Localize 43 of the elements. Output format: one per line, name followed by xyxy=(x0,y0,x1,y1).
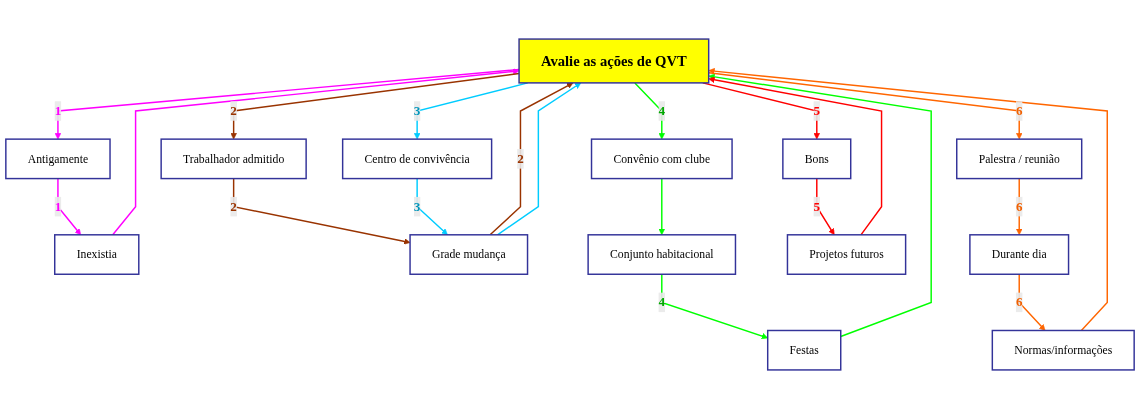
node-box: Trabalhador admitido xyxy=(160,138,307,180)
edge-label: 6 xyxy=(1015,294,1023,310)
arrow xyxy=(489,82,574,236)
edge-label: 1 xyxy=(54,103,62,118)
node-box: Antigamente xyxy=(5,138,111,180)
arrow xyxy=(112,68,520,236)
node-box: Normas/informações xyxy=(991,329,1135,371)
node-box: Festas xyxy=(766,329,842,371)
node-box: Bons xyxy=(782,138,852,180)
node-box: Convênio com clube xyxy=(590,138,733,180)
node-box: Inexistia xyxy=(54,234,140,275)
edge-label: 4 xyxy=(658,294,666,310)
edge-label: 6 xyxy=(1015,103,1023,118)
node-box: Grade mudança xyxy=(409,234,529,275)
edge-label: 3 xyxy=(413,199,421,214)
arrow xyxy=(1016,177,1023,236)
edge-label: 1 xyxy=(54,199,62,214)
node-box: Durante dia xyxy=(969,234,1070,275)
edge-label: 2 xyxy=(230,199,237,214)
arrow xyxy=(708,73,932,338)
arrow xyxy=(232,177,411,245)
node-box: Palestra / reunião xyxy=(956,138,1083,180)
arrow xyxy=(1018,273,1046,331)
node-box: Projetos futuros xyxy=(786,234,907,275)
edge-label: 4 xyxy=(658,103,666,118)
arrow xyxy=(54,68,520,140)
arrow xyxy=(658,177,665,236)
arrow xyxy=(416,177,448,236)
node-box: Avalie as ações de QVT xyxy=(518,38,710,84)
arrow xyxy=(634,82,665,140)
node-box: Conjunto habitacional xyxy=(587,234,737,275)
edge-label: 2 xyxy=(230,103,237,118)
arrow xyxy=(57,177,82,236)
edge-label: 5 xyxy=(813,199,821,214)
arrow xyxy=(661,273,768,340)
edge-label: 6 xyxy=(1015,199,1023,214)
arrow xyxy=(496,82,582,236)
arrow xyxy=(230,72,520,140)
edge-label: 2 xyxy=(517,151,524,166)
edge-label: 5 xyxy=(813,103,821,118)
arrow xyxy=(708,68,1108,332)
node-box: Centro de convivência xyxy=(341,138,493,180)
edge-label: 3 xyxy=(413,103,421,118)
